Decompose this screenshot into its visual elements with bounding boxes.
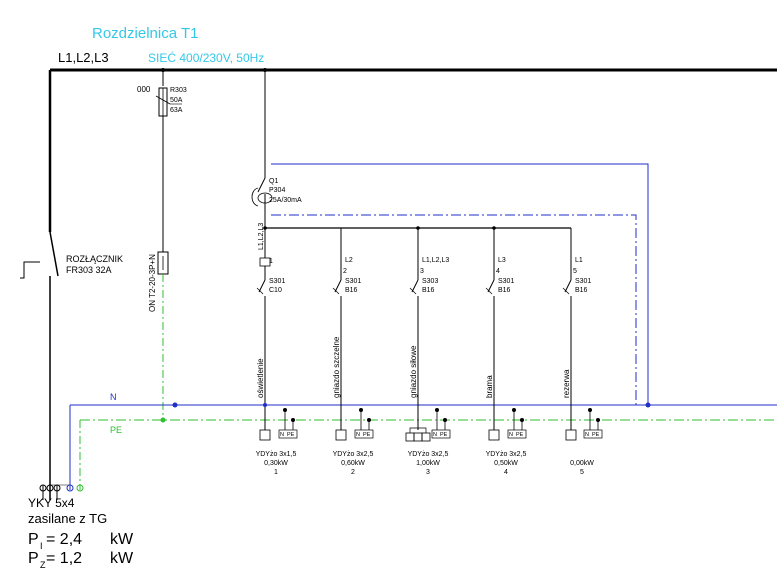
circuit-5-pe-terminal: PE: [592, 432, 600, 438]
phases-label: L1,L2,L3: [58, 50, 109, 65]
circuit-3-no: 3: [426, 469, 430, 476]
circuit-3-number: 3: [420, 268, 424, 275]
circuit-5-no: 5: [580, 469, 584, 476]
circuit-5-rating: B16: [575, 287, 588, 294]
installed-power: P I = 2,4 kW: [28, 531, 134, 551]
circuit-2: [332, 228, 374, 441]
circuit-4-n-terminal: N: [509, 432, 513, 438]
circuit-3: [405, 228, 451, 442]
circuit-3-pe-terminal: PE: [440, 432, 448, 438]
circuit-2-name: gniazdo szczelne: [332, 336, 341, 398]
circuit-4-power: 0,50kW: [494, 460, 518, 467]
rcd-id: Q1: [269, 178, 278, 185]
circuit-5-number: 5: [573, 268, 577, 275]
circuit-1-cable: YDYżo 3x1,5: [256, 451, 297, 458]
circuit-5-phase: L1: [575, 257, 583, 264]
circuit-4-phase: L3: [498, 257, 506, 264]
neutral-bus-label: N: [110, 392, 117, 402]
board-title: Rozdzielnica T1: [92, 25, 198, 42]
rcd-boundary-line: [271, 214, 637, 408]
circuit-1-pe-terminal: PE: [287, 432, 295, 438]
circuit-4-number: 4: [496, 268, 500, 275]
circuit-1-power: 0,30kW: [264, 460, 288, 467]
rcd-model: P304: [269, 187, 285, 194]
circuit-3-breaker: S303: [422, 278, 438, 285]
switch-name: ROZŁĄCZNIK: [66, 254, 123, 264]
fuse-ref: R303: [170, 87, 187, 94]
circuit-2-number: 2: [343, 268, 347, 275]
svg-text:kW: kW: [110, 550, 134, 567]
fuse-rating-2: 63A: [170, 107, 183, 114]
circuit-2-n-terminal: N: [356, 432, 360, 438]
circuit-4-pe-terminal: PE: [516, 432, 524, 438]
circuit-3-n-terminal: N: [433, 432, 437, 438]
neutral-junction: [172, 402, 178, 408]
circuit-1-n-terminal: N: [280, 432, 284, 438]
rcd-neutral-line: [271, 163, 649, 405]
circuit-4: [485, 228, 527, 441]
circuit-5-power: 0,00kW: [570, 460, 594, 467]
feeder-cable-type: YKY 5x4: [28, 496, 75, 510]
circuit-5-breaker: S301: [575, 278, 591, 285]
pe-bus-label: PE: [110, 425, 122, 435]
circuit-3-power: 1,00kW: [416, 460, 440, 467]
rcd-rating: 25A/30mA: [269, 197, 302, 204]
circuit-4-no: 4: [504, 469, 508, 476]
circuit-1: [256, 228, 298, 441]
demand-power: P Z = 1,2 kW: [28, 550, 134, 570]
circuit-3-rating: B16: [422, 287, 435, 294]
circuit-1-breaker: S301: [269, 278, 285, 285]
feeder-cable-terminals: [39, 484, 84, 500]
circuit-2-phase: L2: [345, 257, 353, 264]
svg-text:I: I: [40, 541, 43, 551]
circuit-2-no: 2: [351, 469, 355, 476]
network-label: SIEĆ 400/230V, 50Hz: [148, 50, 264, 65]
circuit-3-cable: YDYżo 3x2,5: [408, 451, 449, 458]
circuit-1-phase: L1,L2,L3: [258, 223, 265, 250]
circuit-5-n-terminal: N: [585, 432, 589, 438]
surge-arrester-label: ON T2-20-3P+N: [148, 254, 157, 312]
circuit-1-number: 1: [269, 258, 273, 265]
circuit-4-cable: YDYżo 3x2,5: [486, 451, 527, 458]
circuit-1-no: 1: [274, 469, 278, 476]
circuit-2-cable: YDYżo 3x2,5: [333, 451, 374, 458]
fuse-size-label: 000: [137, 85, 151, 94]
feed-source: zasilane z TG: [28, 511, 107, 526]
circuit-4-rating: B16: [498, 287, 511, 294]
svg-text:kW: kW: [110, 531, 134, 548]
svg-text:= 1,2: = 1,2: [46, 550, 82, 567]
circuit-5-name: rezerwa: [562, 369, 571, 398]
switch-model: FR303 32A: [66, 265, 112, 275]
circuit-1-rating: C10: [269, 287, 282, 294]
circuit-2-breaker: S301: [345, 278, 361, 285]
circuit-2-rating: B16: [345, 287, 358, 294]
circuit-4-breaker: S301: [498, 278, 514, 285]
circuit-2-pe-terminal: PE: [363, 432, 371, 438]
svg-text:P: P: [28, 531, 39, 548]
circuit-5: [562, 228, 603, 441]
switch-disconnector-symbol: [20, 231, 59, 500]
svg-text:P: P: [28, 550, 39, 567]
svg-text:= 2,4: = 2,4: [46, 531, 82, 548]
fuse-rating-1: 50A: [170, 97, 183, 104]
pe-junction: [160, 417, 166, 423]
circuit-2-power: 0,60kW: [341, 460, 365, 467]
circuit-4-name: brama: [485, 375, 494, 398]
circuit-1-name: oświetlenie: [256, 358, 265, 398]
circuit-3-phase: L1,L2,L3: [422, 257, 449, 264]
rcd-symbol: [251, 177, 273, 228]
svg-text:Z: Z: [40, 560, 46, 570]
circuit-3-name: gniazdo siłowe: [409, 345, 418, 398]
